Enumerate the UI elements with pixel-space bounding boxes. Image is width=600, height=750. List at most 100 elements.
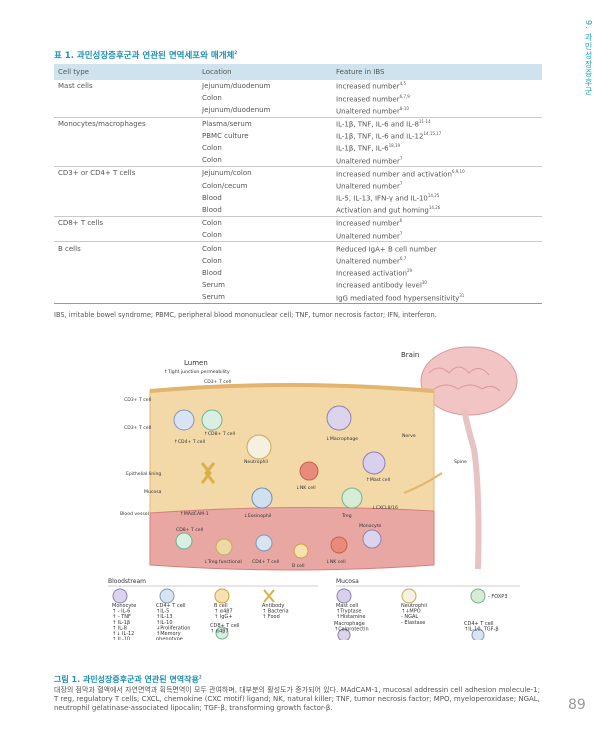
eosinophil-label: ↓Eosinophil [244, 513, 271, 519]
location-cell: Colon [202, 144, 222, 153]
legend-mast-text: ↑Tryptase [336, 609, 361, 615]
legend-neutrophil-text: - Elastase [401, 620, 425, 626]
feature-cell: IL-1β, TNF, IL-6 and IL-811-14 [332, 116, 542, 130]
sidebar-chapter-title: 9. 과민성장증후군 [584, 20, 593, 97]
legend-foxp3-icon [470, 588, 486, 604]
legend-bcell-text: ↑ α4β7 [214, 609, 233, 615]
eosinophil-icon [251, 487, 273, 509]
vessel-monocyte-icon [362, 529, 382, 549]
legend-cd4-text: phenotype [156, 637, 183, 640]
legend-mast-text: ↑Histamine [336, 614, 365, 620]
cell-type-cell [54, 204, 198, 217]
legend-cd4-mucosa-text: ↑IL-10, TGF-β [464, 627, 499, 633]
legend-foxp3-text: - FOXP3 [488, 594, 508, 600]
treg-icon [341, 487, 363, 509]
cd8-tcell-icon [201, 409, 223, 431]
location-cell: Colon/cecum [202, 181, 248, 190]
location-cell: PBMC culture [202, 131, 249, 140]
location-cell: Jejunum/colon [198, 166, 332, 180]
table-row: Colon Unaltered number7 [54, 229, 542, 242]
cell-type-cell [54, 142, 198, 154]
mucosa-label: Mucosa [144, 489, 162, 495]
vessel-cd8-label: CD8+ T cell [176, 527, 203, 533]
vessel-treg-icon [215, 538, 233, 556]
cd3-tcell-label-b: CD3+ T cell [124, 397, 151, 403]
legend-monocyte-text: ↑↓ IL-12 [112, 631, 134, 637]
vessel-bcell-icon [293, 543, 309, 559]
brain-label: Brain [401, 351, 419, 359]
location-cell: Blood [202, 205, 222, 214]
feature-cell: Reduced IgA+ B cell number [332, 241, 542, 255]
feature-cell: Unaltered number7 [336, 180, 403, 191]
blood-vessel-label: Blood vessel [120, 511, 149, 517]
feature-cell: Increased number6,7,9 [336, 93, 410, 103]
mast-cell-label: ↑Mast cell [366, 477, 390, 483]
legend-monocyte-text: ↑ IL-1β [112, 620, 130, 626]
feature-cell: Unaltered number6,7 [336, 256, 407, 266]
cell-type-cell [54, 229, 198, 242]
cell-type-cell [54, 180, 198, 192]
legend-macrophage-text: ↑Calprotectin [334, 627, 369, 633]
spine-label: Spine [454, 459, 467, 465]
legend-neutrophil-text: ↑↓MPO [401, 609, 421, 615]
cd4-tcell-label: ↑CD4+ T cell [174, 439, 205, 445]
feature-cell: Increased antibody level30 [336, 280, 427, 290]
tight-junction-label: ↑Tight junction permeability [164, 369, 230, 375]
legend-antibody-text: ↑ Bacteria [262, 609, 289, 615]
location-cell: Colon [202, 156, 222, 165]
cell-type-cell: CD8+ T cells [54, 216, 198, 230]
location-cell: Colon [198, 241, 332, 255]
header-location: Location [202, 68, 232, 76]
legend-cd8-text: ↑ α4β7 [210, 629, 229, 635]
feature-cell: IgG mediated food hypersensitivity31 [332, 291, 542, 305]
cd8-tcell-label: ↑CD8+ T cell [204, 431, 235, 437]
nerve-label: Nerve [402, 433, 416, 439]
cell-type-cell [54, 104, 198, 117]
location-cell: Colon [202, 231, 222, 240]
mucosa-legend-title: Mucosa [336, 578, 359, 585]
epithelium-line [149, 383, 435, 393]
nerve-line [403, 472, 443, 494]
cd4-tcell-icon [173, 409, 195, 431]
cell-type-cell [54, 130, 198, 142]
legend-bcell-text: ↑ IgG+ [214, 614, 233, 620]
table-row: Colon/cecum Unaltered number7 [54, 180, 542, 192]
header-cell-type: Cell type [58, 68, 89, 76]
cxcl-label: ↓CXCL8/16 [372, 505, 398, 511]
feature-cell: Activation and gut homing14,26 [336, 205, 441, 215]
vessel-monocyte-label: Monocyte [359, 523, 382, 529]
vessel-nk-icon [330, 536, 348, 554]
legend-monocyte-text: Monocyte [112, 603, 136, 609]
vessel-cd8-icon [175, 532, 193, 550]
antibody-icon [200, 462, 216, 484]
brain-illustration [420, 346, 518, 570]
figure-description: 대장의 점막과 혈액에서 자연면역과 획득면역이 모두 관여하며, 대부분의 활… [54, 686, 540, 712]
legend-cd8-text: CD8+ T cell [210, 623, 240, 629]
bloodstream-title: Bloodstream [108, 578, 146, 585]
header-feature: Feature in IBS [336, 68, 385, 76]
location-cell: Jejunum/duodenum [202, 82, 271, 91]
vessel-treg-label: ↓Treg functional [204, 559, 242, 565]
feature-cell: Unaltered number7 [336, 230, 403, 240]
cell-type-cell [54, 279, 198, 291]
legend-antibody-icon [263, 589, 275, 603]
epithelial-label: Epithelial lining [126, 471, 161, 477]
legend-monocyte-text: ↑ - TNF [112, 614, 131, 620]
legend-cd4-icon [159, 588, 175, 604]
page-number: 89 [568, 697, 586, 713]
legend-bcell-icon [214, 588, 230, 604]
lumen-label: Lumen [184, 359, 208, 367]
table-footnote: IBS, irritable bowel syndrome; PBMC, per… [54, 311, 437, 319]
feature-cell: IL-1β, TNF, IL-618,19 [336, 143, 401, 153]
legend-cd4-mucosa-text: CD4+ T cell [464, 621, 494, 627]
cell-type-cell [54, 267, 198, 279]
legend-antibody-text: ↑ Food [262, 614, 280, 620]
